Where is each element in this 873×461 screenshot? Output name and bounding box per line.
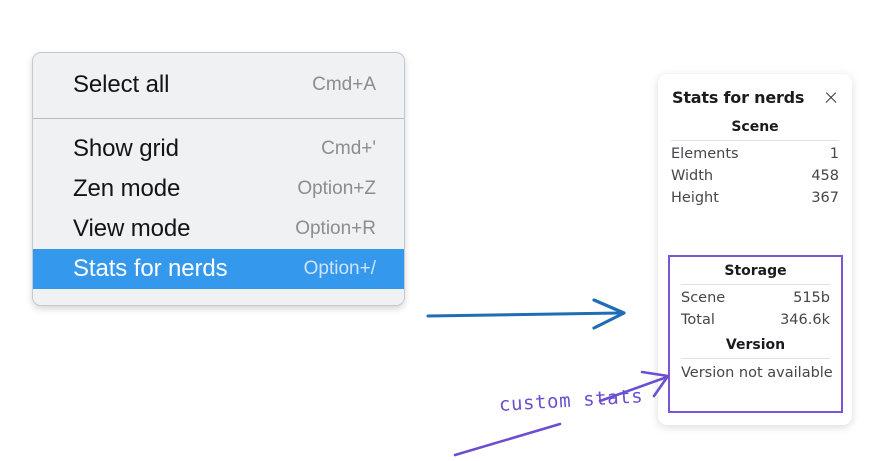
scene-section-heading: Scene [731,119,779,135]
menu-item-select-all[interactable]: Select all Cmd+A [33,65,404,105]
menu-footer-spacer [33,289,404,305]
version-section-heading: Version [725,337,786,353]
menu-item-label: Zen mode [73,175,181,202]
menu-item-shortcut: Option+Z [297,178,376,199]
menu-item-shortcut: Option+R [295,218,376,239]
stat-row-storage-scene: Scene 515b [681,287,830,309]
stat-row-storage-total: Total 346.6k [681,309,830,331]
menu-item-shortcut: Option+/ [303,258,376,279]
stat-label: Total [681,312,715,328]
version-section: Version Version not available [673,331,838,383]
custom-stats-annotation-label: custom stats [498,385,644,416]
panel-header: Stats for nerds [658,74,852,113]
version-note: Version not available [681,365,833,381]
menu-item-stats-for-nerds[interactable]: Stats for nerds Option+/ [33,249,404,289]
storage-section-heading: Storage [724,263,787,279]
stat-row-height: Height 367 [671,187,839,209]
menu-item-label: Select all [73,71,170,98]
storage-section: Storage Scene 515b Total 346.6k [673,257,838,331]
stat-value: 346.6k [780,312,830,328]
scene-section-divider [671,140,839,141]
stat-row-elements: Elements 1 [671,143,839,165]
menu-group-1: Select all Cmd+A [33,53,404,118]
storage-section-divider [681,284,830,285]
stat-value: 1 [829,146,839,162]
menu-item-shortcut: Cmd+A [312,74,376,95]
custom-stats-highlight-box: Storage Scene 515b Total 346.6k Version … [668,255,843,413]
menu-item-shortcut: Cmd+' [321,138,376,159]
stats-for-nerds-panel: Stats for nerds Scene Elements 1 Width 4… [658,74,852,425]
menu-separator [33,118,404,119]
menu-item-label: Show grid [73,135,179,162]
purple-underline-annotation [453,422,562,457]
menu-item-view-mode[interactable]: View mode Option+R [33,209,404,249]
stat-value: 515b [793,290,830,306]
context-menu[interactable]: Select all Cmd+A Show grid Cmd+' Zen mod… [32,52,405,306]
blue-arrow-annotation [426,298,626,330]
stat-value: 458 [811,168,839,184]
stat-label: Width [671,168,714,184]
stat-row-width: Width 458 [671,165,839,187]
stat-value: 367 [811,190,839,206]
menu-item-zen-mode[interactable]: Zen mode Option+Z [33,169,404,209]
stat-label: Elements [671,146,739,162]
scene-section: Scene Elements 1 Width 458 Height 367 [658,113,852,209]
menu-item-show-grid[interactable]: Show grid Cmd+' [33,129,404,169]
menu-item-label: View mode [73,215,191,242]
menu-item-label: Stats for nerds [73,255,228,282]
stat-label: Scene [681,290,726,306]
panel-title: Stats for nerds [672,88,805,107]
version-section-divider [681,358,830,359]
stat-label: Height [671,190,719,206]
close-icon[interactable] [823,90,839,106]
menu-group-2: Show grid Cmd+' Zen mode Option+Z View m… [33,119,404,289]
